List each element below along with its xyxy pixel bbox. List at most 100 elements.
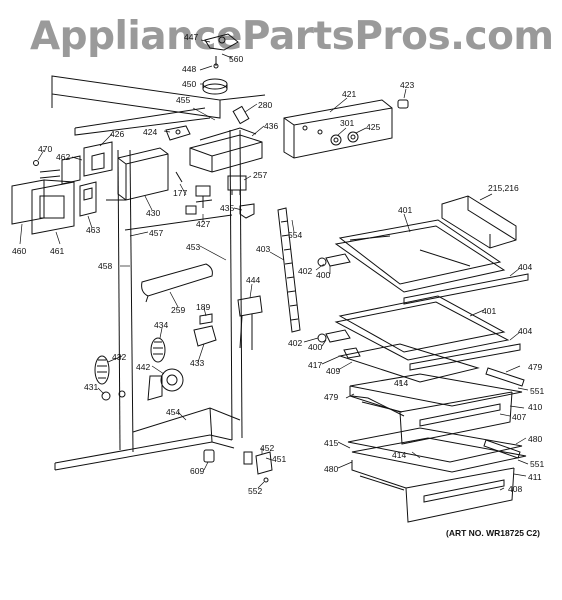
bracket-424 (165, 125, 191, 141)
screw-177 (175, 171, 183, 183)
dispenser-module-460-461 (11, 179, 75, 235)
cabinet-liner (51, 75, 266, 471)
light-lens (141, 263, 213, 303)
callout-436: 436 (264, 121, 278, 131)
callout-400-upper: 400 (316, 270, 330, 280)
callout-401-upper: 401 (398, 205, 412, 215)
crisper-cover (338, 343, 480, 383)
callout-426: 426 (110, 129, 124, 139)
bracket-433 (193, 325, 217, 347)
watermark: AppliancePartsPros.com (30, 14, 554, 59)
feature-module-430 (106, 147, 169, 201)
callout-301: 301 (340, 118, 354, 128)
callout-411: 411 (528, 472, 542, 482)
art-number: (ART NO. WR18725 C2) (446, 528, 540, 538)
door-bin (441, 195, 517, 249)
damper-442 (147, 368, 184, 401)
callout-402-lower: 402 (288, 338, 302, 348)
socket-444 (237, 295, 263, 350)
callout-430: 430 (146, 208, 160, 218)
callout-460: 460 (12, 246, 26, 256)
bracket-435 (239, 203, 255, 219)
callout-280: 280 (258, 100, 272, 110)
callout-448: 448 (182, 64, 196, 74)
callout-552: 552 (248, 486, 262, 496)
callout-463: 463 (86, 225, 100, 235)
callout-403: 403 (256, 244, 270, 254)
callout-417: 417 (308, 360, 322, 370)
bulb-431 (101, 390, 126, 401)
top-hinge-assembly (202, 33, 239, 95)
foot-609 (203, 449, 215, 463)
callout-451: 451 (272, 454, 286, 464)
callout-435: 435 (220, 203, 234, 213)
control-housing (189, 105, 263, 173)
callout-424: 424 (143, 127, 157, 137)
callout-401-lower: 401 (482, 306, 496, 316)
callout-450: 450 (182, 79, 196, 89)
callout-454: 454 (166, 407, 180, 417)
clip-189 (199, 313, 213, 325)
callout-453: 453 (186, 242, 200, 252)
callout-444: 444 (246, 275, 260, 285)
upper-crisper-drawer (349, 367, 525, 445)
harness-427 (185, 185, 213, 215)
callout-427: 427 (196, 219, 210, 229)
upper-glass-shelf (317, 219, 529, 305)
callout-442: 442 (136, 362, 150, 372)
callout-457: 457 (149, 228, 163, 238)
callout-421: 421 (342, 89, 356, 99)
callout-259: 259 (171, 305, 185, 315)
thermostat-434 (150, 337, 166, 363)
callout-431: 431 (84, 382, 98, 392)
callout-479-upper: 479 (528, 362, 542, 372)
callout-480-lower: 480 (324, 464, 338, 474)
callout-447: 447 (184, 32, 198, 42)
knob-423 (397, 99, 409, 109)
callout-458: 458 (98, 261, 112, 271)
control-panel (283, 99, 393, 159)
callout-425: 425 (366, 122, 380, 132)
callout-177: 177 (173, 188, 187, 198)
callout-461: 461 (50, 246, 64, 256)
callout-470: 470 (38, 144, 52, 154)
callout-609: 609 (190, 466, 204, 476)
callout-432: 432 (112, 352, 126, 362)
callout-551-lower: 551 (530, 459, 544, 469)
vent-432 (94, 355, 110, 385)
callout-404-upper: 404 (518, 262, 532, 272)
callout-189: 189 (196, 302, 210, 312)
callout-462: 462 (56, 152, 70, 162)
leader-lines (19, 39, 529, 491)
callout-408: 408 (508, 484, 522, 494)
callout-551-upper: 551 (530, 386, 544, 396)
switch-257 (227, 175, 247, 195)
shelf-ladder (277, 207, 301, 333)
callout-560: 560 (229, 54, 243, 64)
callout-480-upper: 480 (528, 434, 542, 444)
callout-409: 409 (326, 366, 340, 376)
callout-423: 423 (400, 80, 414, 90)
callout-452: 452 (260, 443, 274, 453)
callout-labels: 447 560 448 450 455 280 421 423 426 424 … (12, 32, 544, 496)
lower-crisper-drawer (347, 427, 527, 523)
callout-415: 415 (324, 438, 338, 448)
panel-463 (79, 181, 97, 217)
callout-414-upper: 414 (394, 378, 408, 388)
callout-215-216: 215,216 (488, 183, 519, 193)
hinge-451-452 (243, 451, 273, 483)
callout-410: 410 (528, 402, 542, 412)
callout-404-lower: 404 (518, 326, 532, 336)
callout-402-upper: 402 (298, 266, 312, 276)
callout-479-lower: 479 (324, 392, 338, 402)
callout-433: 433 (190, 358, 204, 368)
callout-455: 455 (176, 95, 190, 105)
callout-400-lower: 400 (308, 342, 322, 352)
callout-414-lower: 414 (392, 450, 406, 460)
callout-257: 257 (253, 170, 267, 180)
callout-407: 407 (512, 412, 526, 422)
callout-434: 434 (154, 320, 168, 330)
callout-554: 554 (288, 230, 302, 240)
